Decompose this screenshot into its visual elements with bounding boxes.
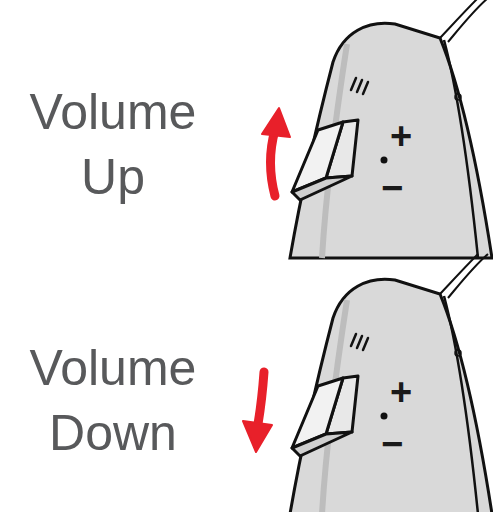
minus-mark: − <box>381 169 403 207</box>
down-arrowhead <box>243 421 272 452</box>
volume-label: Volume Down <box>8 336 218 466</box>
hearing-aid <box>290 0 492 258</box>
volume-label: Volume Up <box>8 80 218 210</box>
plus-mark: + <box>390 117 412 155</box>
minus-mark: − <box>381 425 403 463</box>
up-arrowhead <box>262 108 290 137</box>
plus-mark: + <box>390 373 412 411</box>
down-arrow <box>258 372 264 424</box>
hearing-aid <box>290 254 492 512</box>
up-arrow <box>271 130 276 196</box>
